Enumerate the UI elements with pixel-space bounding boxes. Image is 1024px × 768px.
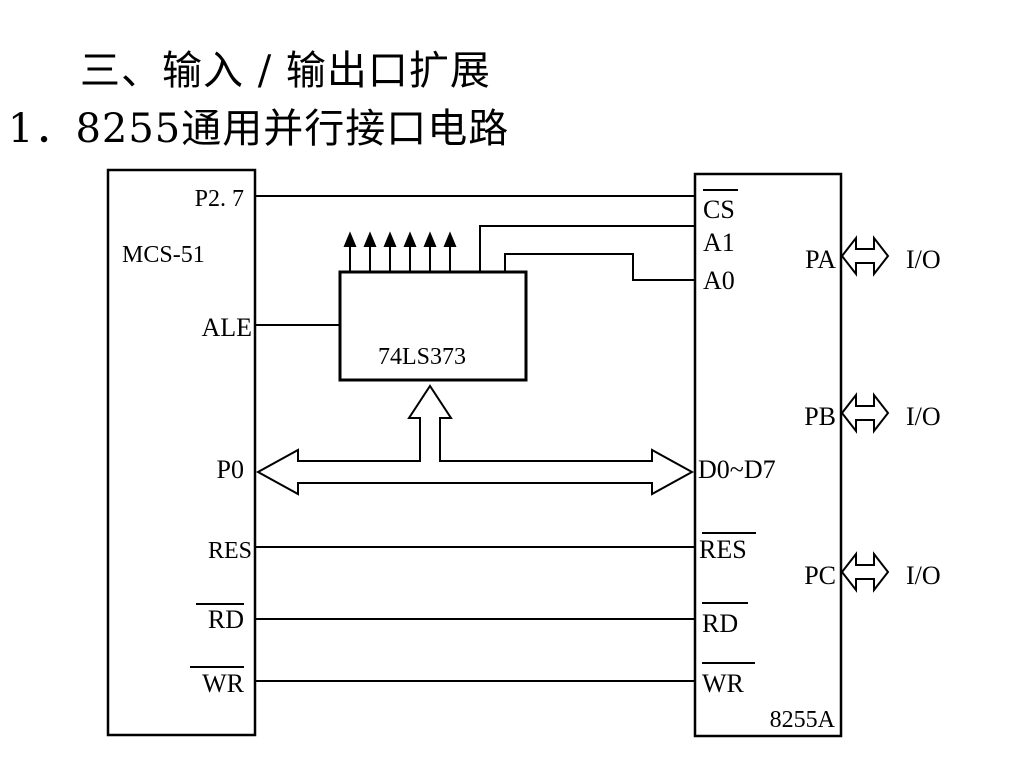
ppi-8255a-block xyxy=(693,172,843,738)
port-pb-label: PB xyxy=(804,402,836,431)
wire-a0 xyxy=(504,253,695,281)
mcs51-label: MCS-51 xyxy=(122,242,205,268)
pin-p27-label: P2. 7 xyxy=(195,186,244,212)
pin-ale-label: ALE xyxy=(201,313,252,342)
pin-p0-label: P0 xyxy=(217,455,244,484)
pin-wr-label: WR xyxy=(202,669,245,698)
data-bus-arrow xyxy=(255,384,695,496)
ppi-8255a-label: 8255A xyxy=(770,707,836,733)
pin-a1-label: A1 xyxy=(703,228,735,257)
ppi-pin-wr-label: WR xyxy=(702,669,745,698)
wire-a1 xyxy=(479,225,695,272)
mcs51-block xyxy=(106,168,257,737)
pin-rd-label: RD xyxy=(208,605,244,634)
pin-cs-label: CS xyxy=(703,195,735,224)
pin-data-label: D0~D7 xyxy=(698,455,776,484)
latch-label: 74LS373 xyxy=(378,344,466,370)
pin-res-label: RES xyxy=(208,538,252,564)
latch-address-outputs xyxy=(343,231,457,272)
port-pa-io-label: I/O xyxy=(906,245,941,274)
subsection-title: 1．8255通用并行接口电路 xyxy=(8,106,510,152)
ppi-pin-res-label: RES xyxy=(699,535,747,564)
ppi-pin-rd-label: RD xyxy=(702,609,738,638)
pin-a0-label: A0 xyxy=(703,266,735,295)
port-pc-label: PC xyxy=(804,561,836,590)
port-pc-bus-arrow xyxy=(840,551,890,593)
port-pa-label: PA xyxy=(805,245,836,274)
port-pa-bus-arrow xyxy=(840,235,890,277)
section-title: 三、输入 / 输出口扩展 xyxy=(80,48,491,94)
port-pc-io-label: I/O xyxy=(906,561,941,590)
port-pb-io-label: I/O xyxy=(906,402,941,431)
port-pb-bus-arrow xyxy=(840,392,890,434)
